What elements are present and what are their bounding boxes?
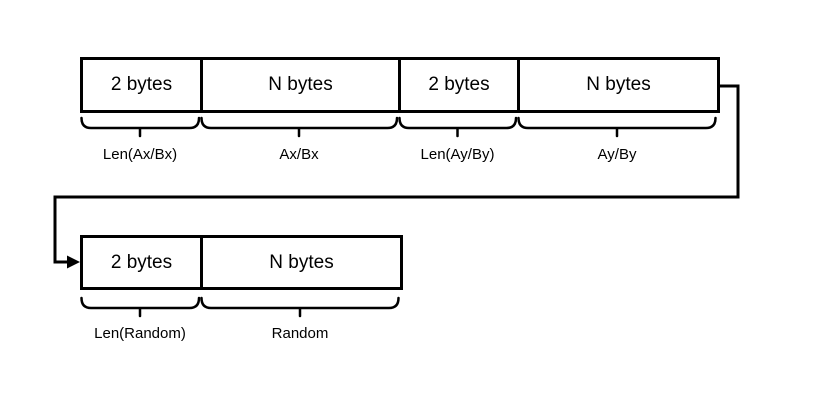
row1-boxes: 2 bytes N bytes 2 bytes N bytes — [80, 57, 720, 113]
brace-icon — [80, 296, 201, 318]
label-len-ay-by: Len(Ay/By) — [420, 146, 495, 163]
brace-icon — [398, 116, 518, 138]
row2-boxes: 2 bytes N bytes — [80, 235, 403, 290]
box-ax-bx-text: N bytes — [268, 74, 333, 95]
box-len-random-text: 2 bytes — [110, 251, 173, 273]
box-len-ay-by: 2 bytes — [398, 57, 520, 113]
box-random: N bytes — [200, 235, 403, 290]
box-len-ax-bx: 2 bytes — [80, 57, 203, 113]
box-len-ax-bx-text: 2 bytes — [110, 74, 173, 95]
box-len-ay-by-text: 2 bytes — [428, 74, 490, 95]
arrowhead-icon — [67, 255, 80, 269]
box-ax-bx: N bytes — [200, 57, 401, 113]
row2-braces — [80, 296, 400, 318]
row1-braces — [80, 116, 717, 138]
box-len-random: 2 bytes — [80, 235, 203, 290]
brace-icon — [80, 116, 201, 138]
label-len-ax-bx: Len(Ax/Bx) — [102, 146, 178, 163]
label-ay-by: Ay/By — [597, 146, 637, 163]
brace-icon — [517, 116, 717, 138]
box-random-text: N bytes — [269, 251, 334, 273]
brace-icon — [200, 116, 399, 138]
label-random: Random — [271, 325, 329, 342]
brace-icon — [200, 296, 400, 318]
label-ax-bx: Ax/Bx — [279, 146, 319, 163]
box-ay-by-text: N bytes — [586, 74, 651, 95]
box-ay-by: N bytes — [517, 57, 720, 113]
label-len-random: Len(Random) — [94, 325, 186, 342]
